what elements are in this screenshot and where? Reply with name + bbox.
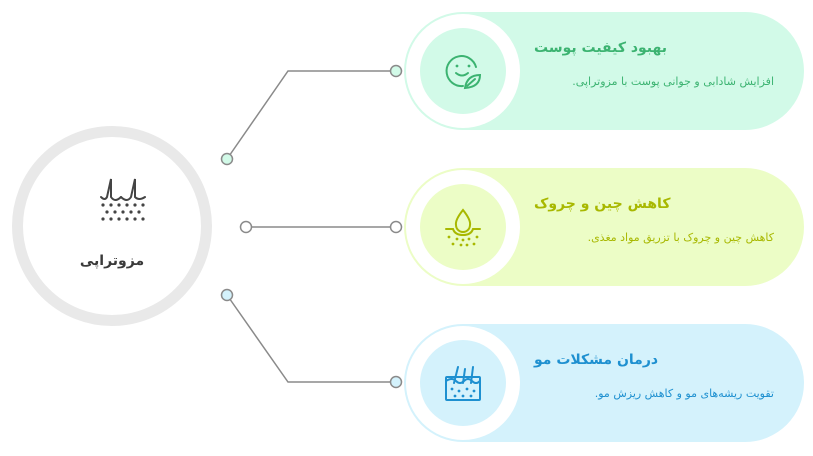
- card-icon-badge: [420, 340, 506, 426]
- card-wrinkles: کاهش چین و چروک کاهش چین و چروک با تزریق…: [404, 168, 804, 286]
- card-icon-ring: [406, 14, 520, 128]
- card-description: افزایش شادابی و جوانی پوست با مزوتراپی.: [572, 75, 774, 88]
- connector-dot: [239, 220, 253, 234]
- connector-dot: [220, 288, 234, 302]
- card-icon-ring: [406, 326, 520, 440]
- connector-dot: [220, 152, 234, 166]
- card-icon-badge: [420, 28, 506, 114]
- hair-follicle-icon: [100, 178, 146, 221]
- connector-dot: [389, 375, 403, 389]
- connector-line-skin-quality: [226, 70, 396, 160]
- card-description: تقویت ریشه‌های مو و کاهش ریزش مو.: [594, 387, 774, 400]
- skin-droplet-icon: [445, 208, 481, 247]
- hair-roots-icon: [445, 366, 481, 401]
- card-title: کاهش چین و چروک: [534, 196, 671, 212]
- face-leaf-icon: [445, 55, 482, 90]
- connector-dot: [389, 64, 403, 78]
- card-icon-badge: [420, 184, 506, 270]
- card-icon-ring: [406, 170, 520, 284]
- card-skin-quality: بهبود کیفیت پوست افزایش شادابی و جوانی پ…: [404, 12, 804, 130]
- hub-circle: مزوتراپی: [12, 126, 212, 326]
- card-hair: درمان مشکلات مو تقویت ریشه‌های مو و کاهش…: [404, 324, 804, 442]
- connector-dot: [389, 220, 403, 234]
- card-description: کاهش چین و چروک با تزریق مواد مغذی.: [587, 231, 774, 244]
- hub-label: مزوتراپی: [79, 253, 145, 269]
- card-title: بهبود کیفیت پوست: [534, 40, 668, 56]
- connector-line-hair: [226, 294, 396, 383]
- card-title: درمان مشکلات مو: [534, 352, 659, 368]
